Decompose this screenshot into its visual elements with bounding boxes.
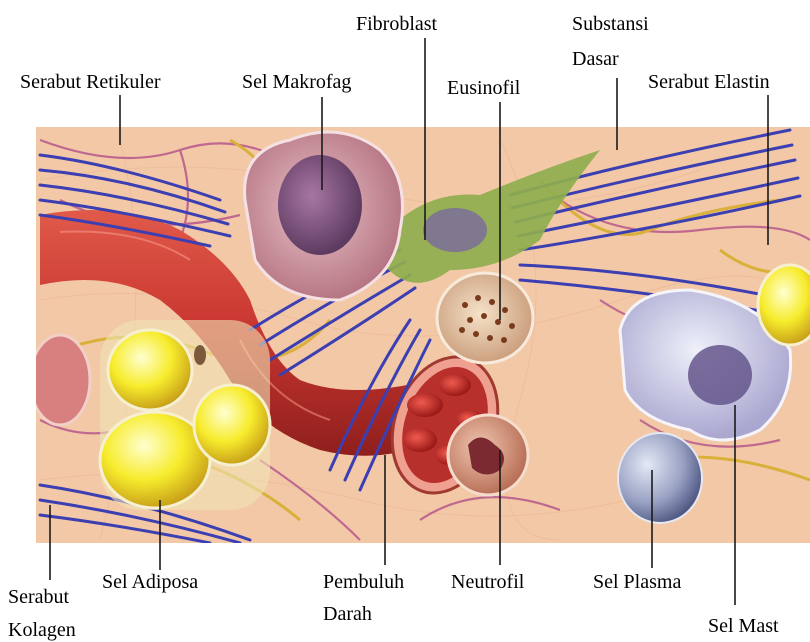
label-substansi-dasar-line1: Substansi [572,13,649,35]
label-sel-adiposa: Sel Adiposa [102,571,198,593]
label-serabut-kolagen-line2: Kolagen [8,619,76,641]
label-eusinofil: Eusinofil [447,77,521,99]
label-sel-mast: Sel Mast [708,615,779,637]
adipose-cells [100,320,270,510]
label-neutrofil: Neutrofil [451,571,525,593]
label-pembuluh-darah-line1: Pembuluh [323,571,404,593]
label-pembuluh-darah-line2: Darah [323,603,372,625]
neutrophil-cell [448,415,528,495]
label-serabut-elastin: Serabut Elastin [648,71,770,93]
edge-cell [30,335,90,425]
tissue-illustration [30,127,810,543]
macrophage-cell [245,132,403,300]
label-serabut-kolagen-line1: Serabut [8,586,70,608]
edge-adipose-cell [758,265,810,345]
label-fibroblast: Fibroblast [356,13,438,35]
label-substansi-dasar-line2: Dasar [572,48,619,70]
eosinophil-cell [437,273,533,363]
label-sel-plasma: Sel Plasma [593,571,681,593]
label-sel-makrofag: Sel Makrofag [242,71,351,93]
label-serabut-retikuler: Serabut Retikuler [20,71,161,93]
plasma-cell [618,433,702,523]
